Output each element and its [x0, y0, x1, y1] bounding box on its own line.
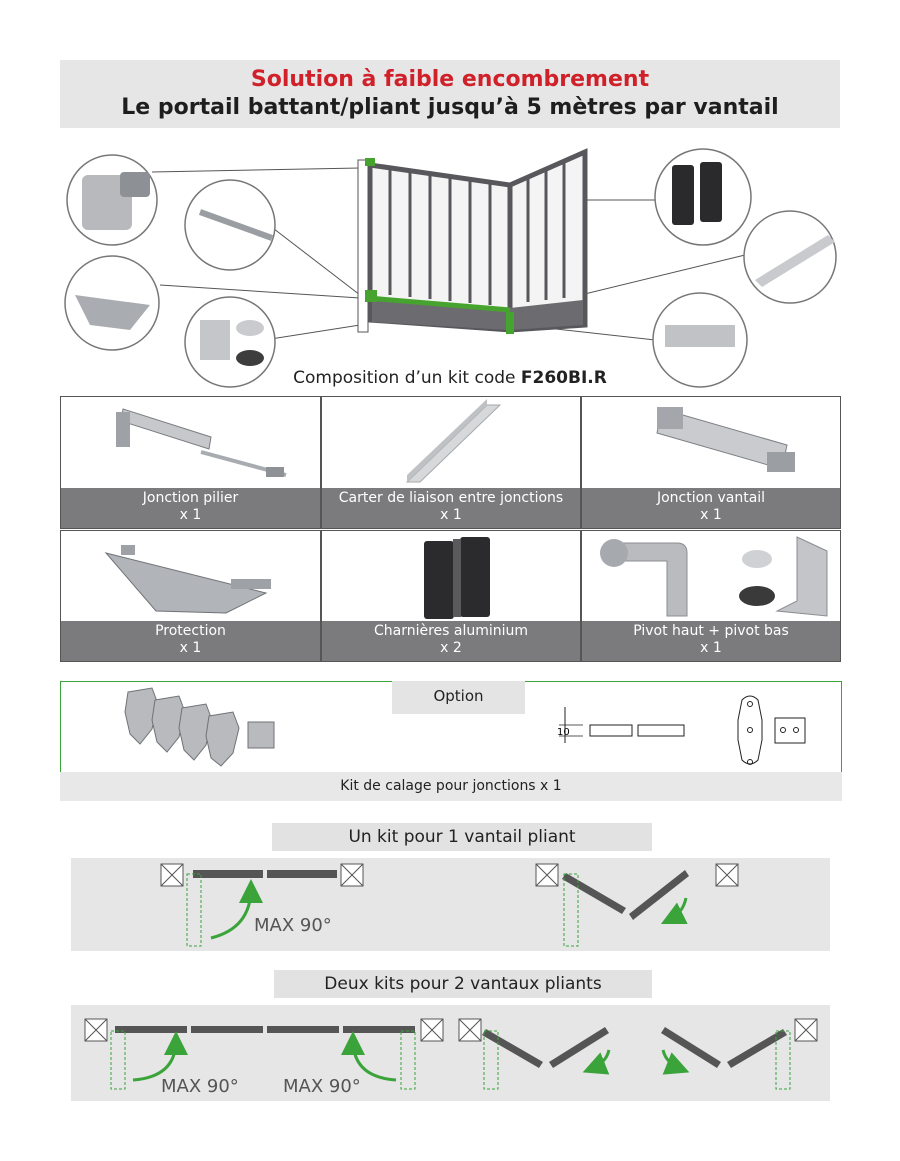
- part-cell-jonction-vantail: Jonction vantail x 1: [581, 396, 841, 529]
- dimension-label: 10: [557, 727, 570, 738]
- single-kit-diagram: MAX 90°: [71, 858, 830, 951]
- carter-image: [405, 399, 502, 483]
- double-kit-diagram: MAX 90° MAX 90°: [71, 1005, 830, 1101]
- double-kit-drawing: MAX 90° MAX 90°: [84, 1018, 818, 1097]
- part-cell-jonction-pilier: Jonction pilier x 1: [60, 396, 321, 529]
- part-label: Jonction vantail x 1: [582, 488, 840, 528]
- page-title: Solution à faible encombrement: [250, 67, 650, 92]
- shim-dimension-drawing: 10: [557, 707, 685, 743]
- max-angle-label: MAX 90°: [254, 915, 332, 936]
- option-tag: Option: [392, 681, 525, 714]
- part-label: Jonction pilier x 1: [61, 488, 320, 528]
- single-kit-drawing: MAX 90°: [160, 863, 739, 947]
- jonction-vantail-image: [656, 407, 795, 472]
- part-qty: x 1: [700, 640, 722, 656]
- part-name: Carter de liaison entre jonctions: [338, 490, 564, 506]
- protection-image: [104, 545, 271, 614]
- kit-caption: Composition d’un kit code F260BI.R: [0, 368, 900, 388]
- part-cell-pivot: Pivot haut + pivot bas x 1: [581, 530, 841, 662]
- single-kit-heading: Un kit pour 1 vantail pliant: [272, 823, 652, 851]
- folding-gate: [357, 148, 588, 334]
- shim-kit-image: [124, 687, 275, 767]
- option-footer: Kit de calage pour jonctions x 1: [60, 772, 842, 801]
- part-cell-carter: Carter de liaison entre jonctions x 1: [321, 396, 581, 529]
- part-name: Protection: [155, 623, 226, 639]
- part-name: Charnières aluminium: [373, 623, 529, 639]
- part-cell-protection: Protection x 1: [60, 530, 321, 662]
- part-name: Jonction vantail: [656, 490, 766, 506]
- title-banner: Solution à faible encombrement Le portai…: [60, 60, 840, 128]
- part-name: Jonction pilier: [142, 490, 239, 506]
- kit-code: F260BI.R: [520, 368, 607, 388]
- part-label: Carter de liaison entre jonctions x 1: [322, 488, 580, 528]
- part-qty: x 1: [440, 507, 462, 523]
- max-angle-label-right: MAX 90°: [283, 1076, 361, 1097]
- part-label: Charnières aluminium x 2: [322, 621, 580, 661]
- max-angle-label-left: MAX 90°: [161, 1076, 239, 1097]
- part-qty: x 1: [700, 507, 722, 523]
- part-cell-charnieres: Charnières aluminium x 2: [321, 530, 581, 662]
- jonction-pilier-image: [116, 408, 287, 477]
- shim-plan-drawing: [737, 695, 806, 765]
- part-label: Pivot haut + pivot bas x 1: [582, 621, 840, 661]
- kit-caption-prefix: Composition d’un kit code: [293, 368, 521, 388]
- part-qty: x 1: [179, 507, 202, 523]
- gate-overview-illustration: [64, 148, 837, 388]
- part-label: Protection x 1: [61, 621, 320, 661]
- double-kit-heading: Deux kits pour 2 vantaux pliants: [274, 970, 652, 998]
- part-name: Pivot haut + pivot bas: [633, 623, 789, 639]
- part-qty: x 2: [440, 640, 462, 656]
- pivot-image: [600, 536, 828, 617]
- part-qty: x 1: [179, 640, 202, 656]
- page-subtitle: Le portail battant/pliant jusqu’à 5 mètr…: [121, 95, 779, 120]
- charnieres-image: [424, 537, 490, 619]
